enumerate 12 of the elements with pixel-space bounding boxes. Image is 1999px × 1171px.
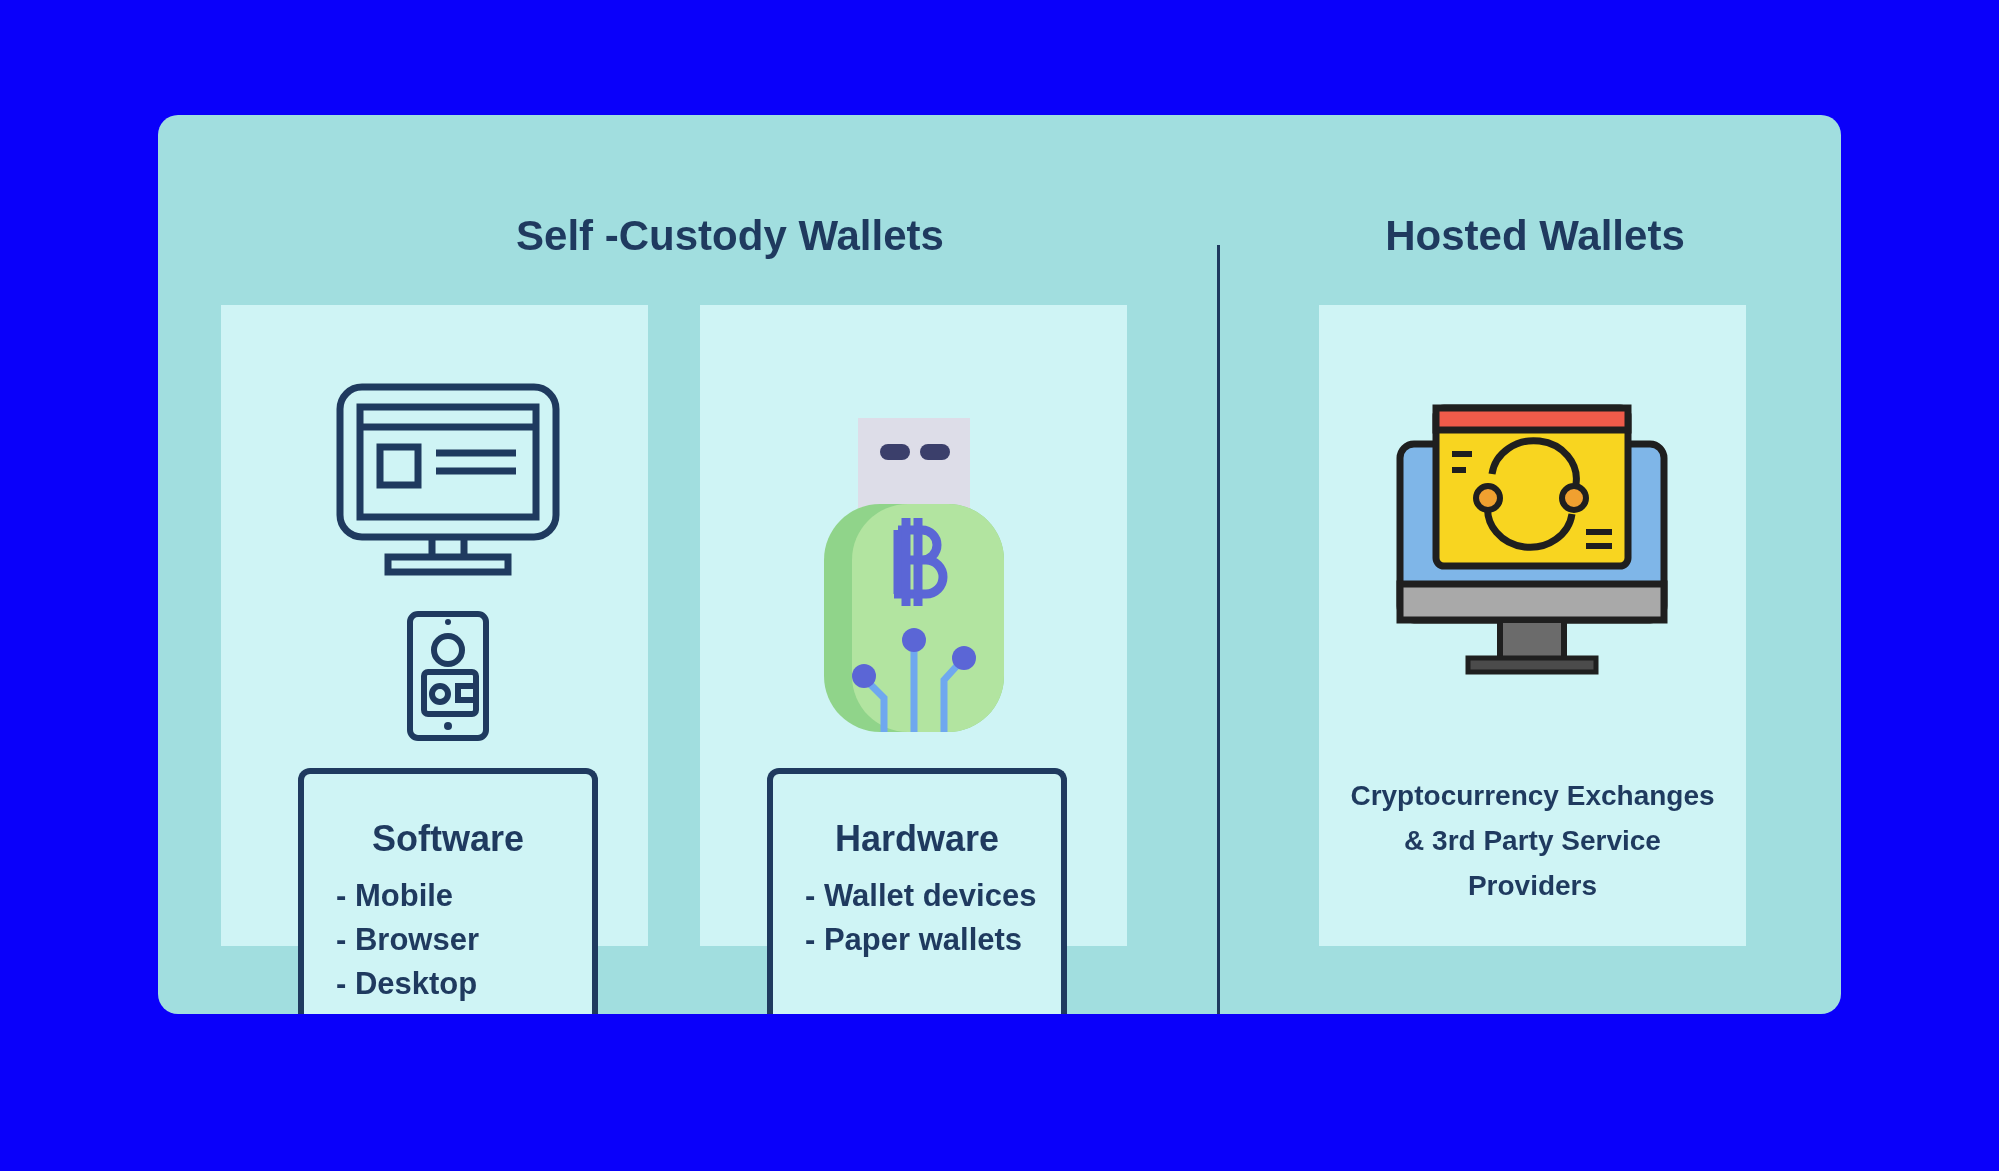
section-heading: Self -Custody Wallets <box>515 212 945 260</box>
list-item: - Mobile <box>336 877 455 915</box>
list-item: - Browser <box>336 921 480 959</box>
list-item: - Wallet devices <box>805 877 1038 915</box>
card-title: Hardware <box>833 818 1001 860</box>
wallet-type-card <box>767 768 1067 1014</box>
panel-description: Cryptocurrency Exchanges & 3rd Party Service Providers <box>1349 779 1716 903</box>
list-item: - Desktop <box>336 965 479 1003</box>
wallet-type-card <box>298 768 598 1014</box>
section-heading: Hosted Wallets <box>1384 212 1686 260</box>
card-title: Software <box>370 818 525 860</box>
list-item: - Paper wallets <box>805 921 1024 959</box>
